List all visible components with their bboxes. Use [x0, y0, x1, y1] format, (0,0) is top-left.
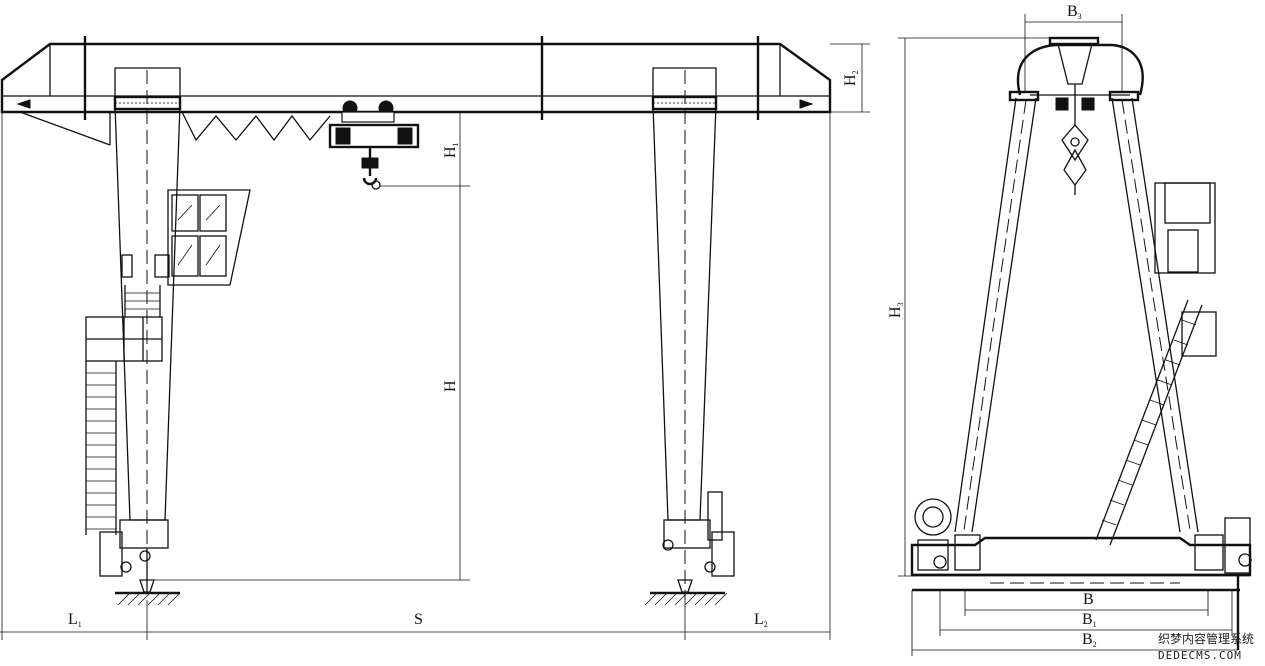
svg-text:B1: B1: [1082, 611, 1097, 629]
svg-text:H2: H2: [842, 70, 860, 86]
side-cab: [1154, 182, 1217, 357]
svg-text:S: S: [414, 611, 423, 628]
svg-text:H: H: [442, 380, 459, 392]
svg-text:H1: H1: [442, 142, 460, 158]
front-view: L1 S L2 H H1 H2: [0, 36, 870, 640]
left-ladder: [85, 285, 163, 535]
dim-label-B3: B3: [1067, 3, 1082, 21]
svg-text:L1: L1: [68, 611, 82, 629]
operator-cab: [121, 189, 251, 286]
dim-label-B1: B1: [1082, 611, 1097, 629]
dim-label-L1: L1: [68, 611, 82, 629]
svg-text:B2: B2: [1082, 631, 1097, 649]
side-legs: [954, 90, 1199, 533]
dim-label-S: S: [414, 611, 423, 628]
svg-text:L2: L2: [754, 611, 768, 629]
side-top-beam: [1016, 36, 1144, 195]
side-view: B3 H3 B B1 B2: [887, 3, 1252, 656]
dim-label-L2: L2: [754, 611, 768, 629]
watermark-line2: DEDECMS.COM: [1158, 649, 1242, 662]
side-dimension-lines: [898, 14, 1238, 656]
watermark-line1: 织梦内容管理系统: [1158, 631, 1254, 646]
dim-label-B2: B2: [1082, 631, 1097, 649]
dim-label-H1: H1: [442, 142, 460, 158]
dim-label-H2: H2: [842, 70, 860, 86]
svg-text:H3: H3: [887, 302, 905, 318]
svg-text:B3: B3: [1067, 3, 1082, 21]
side-base: [910, 498, 1252, 650]
watermark: 织梦内容管理系统 DEDECMS.COM: [1158, 631, 1254, 662]
svg-text:B: B: [1083, 591, 1094, 608]
dim-label-B: B: [1083, 591, 1094, 608]
dim-label-H3: H3: [887, 302, 905, 318]
left-leg: [99, 67, 182, 606]
electric-hoist: [328, 100, 420, 190]
festoon-cable: [181, 111, 331, 142]
right-leg: [644, 67, 735, 606]
front-dimension-lines: [0, 43, 870, 640]
main-girder: [0, 36, 832, 146]
side-ladder: [1095, 299, 1203, 546]
dim-label-H: H: [442, 380, 459, 392]
